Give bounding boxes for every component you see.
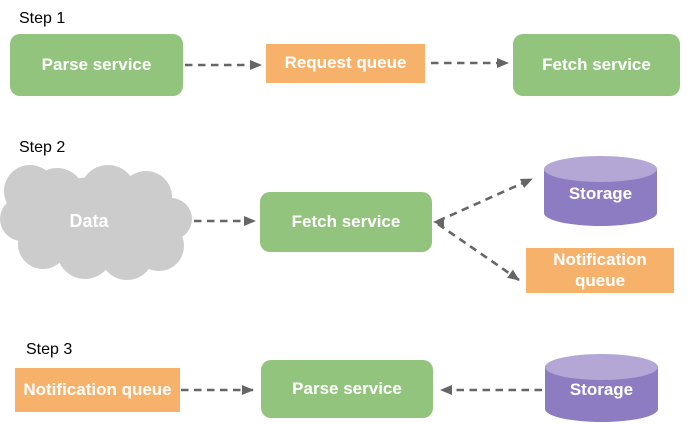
- arrowhead-into-fetch: [433, 217, 444, 227]
- step1-label: Step 1: [19, 10, 66, 27]
- arrow-fetch-to-storage: [437, 177, 533, 223]
- arrow-fetch-to-notification-queue: [437, 222, 520, 282]
- data-cloud: [0, 165, 192, 280]
- fetch-service-box-step2: Fetch service: [260, 192, 432, 252]
- fetch-service-box-step1: Fetch service: [513, 34, 680, 96]
- storage-cylinder-step3: [545, 354, 658, 423]
- storage-label-step3: Storage: [569, 380, 634, 399]
- parse-service-box-step3: Parse service: [261, 360, 433, 418]
- request-queue-box-step1: Request queue: [266, 44, 425, 83]
- data-cloud-label: Data: [69, 210, 109, 231]
- storage-label-step2: Storage: [568, 184, 633, 203]
- step2-label: Step 2: [19, 139, 66, 156]
- parse-service-box-step1: Parse service: [10, 34, 183, 96]
- storage-cylinder-step2: [544, 156, 657, 227]
- step3-label: Step 3: [26, 341, 73, 358]
- notification-queue-box-step3: Notification queue: [15, 368, 180, 412]
- notification-queue-box-step2: Notification queue: [526, 248, 674, 293]
